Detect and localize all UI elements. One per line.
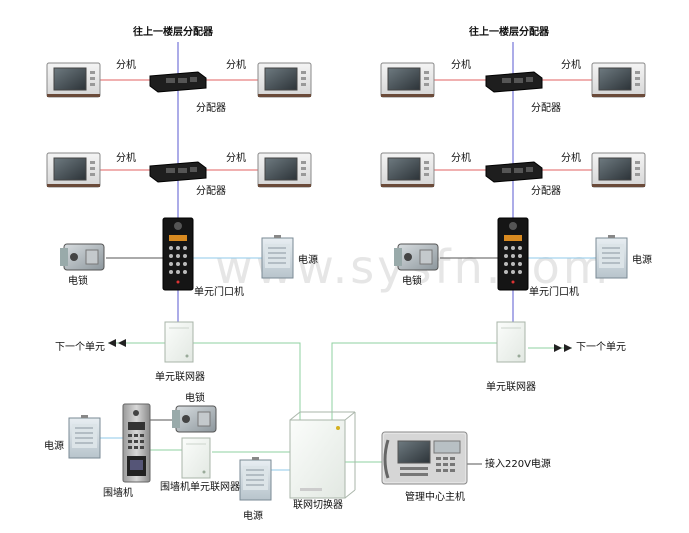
electric-lock-icon [172, 405, 217, 433]
electric-lock-icon [60, 243, 105, 271]
networker-boxes [164, 321, 526, 479]
indoor-monitor-icon [257, 152, 312, 188]
ext-label-l2: 分机 [226, 60, 246, 71]
ext-label-r1: 分机 [451, 60, 471, 71]
right-net-to-switch [331, 342, 497, 420]
management-host-device [381, 431, 468, 485]
power-supply-icon [239, 457, 272, 501]
door-stations [162, 217, 529, 291]
next-unit-arrows [108, 339, 572, 352]
splitter-icon [149, 71, 207, 93]
wall-power-label: 电源 [44, 441, 64, 452]
right-arrow-b [554, 344, 562, 352]
splitter-label-l1: 分配器 [196, 103, 226, 114]
ext-label-l1: 分机 [116, 60, 136, 71]
splitter-label-r1: 分配器 [531, 103, 561, 114]
power-label-left: 电源 [298, 255, 318, 266]
next-unit-label-left: 下一个单元 [55, 342, 105, 353]
networker-box-icon [496, 321, 526, 363]
left-net-to-switch [193, 342, 301, 420]
ext-label-r2: 分机 [561, 60, 581, 71]
door-station-label-left: 单元门口机 [194, 287, 244, 298]
network-switch-label: 联网切换器 [293, 500, 343, 511]
unit-door-station-icon [497, 217, 529, 291]
splitters [149, 71, 543, 183]
right-arrow-a [564, 344, 572, 352]
power-supply-icon [261, 235, 294, 279]
power-label-right: 电源 [632, 255, 652, 266]
unit-networker-label-left: 单元联网器 [155, 372, 205, 383]
networker-box-icon [164, 321, 194, 363]
splitter-icon [485, 161, 543, 183]
power-supply-icon [595, 235, 628, 279]
indoor-monitor-icon [380, 62, 435, 98]
lock-label-left: 电锁 [68, 276, 88, 287]
ext-label-l3: 分机 [116, 153, 136, 164]
wall-networker-label: 围墙机单元联网器 [160, 482, 240, 493]
ext-label-r3: 分机 [451, 153, 471, 164]
network-switch-device [289, 411, 356, 499]
ext-label-l4: 分机 [226, 153, 246, 164]
indoor-monitor-icon [257, 62, 312, 98]
right-upper-splitter-title: 往上一楼层分配器 [469, 27, 549, 38]
splitter-icon [485, 71, 543, 93]
management-host-label: 管理中心主机 [405, 492, 465, 503]
door-station-label-right: 单元门口机 [529, 287, 579, 298]
splitter-label-r2: 分配器 [531, 186, 561, 197]
electric-locks [60, 243, 439, 433]
left-arrow-b [118, 339, 126, 347]
wall-station-label: 围墙机 [103, 488, 133, 499]
ext-label-r4: 分机 [561, 153, 581, 164]
electric-lock-icon [394, 243, 439, 271]
wall-lock-label: 电锁 [185, 393, 205, 404]
next-unit-label-right: 下一个单元 [576, 342, 626, 353]
wall-station-device [122, 403, 151, 483]
indoor-monitor-icon [380, 152, 435, 188]
indoor-monitor-icon [591, 152, 646, 188]
unit-door-station-icon [162, 217, 194, 291]
indoor-monitor-icon [591, 62, 646, 98]
switch-power-label: 电源 [243, 511, 263, 522]
ac-input-label: 接入220V电源 [485, 459, 551, 470]
left-arrow-a [108, 339, 116, 347]
unit-networker-label-right: 单元联网器 [486, 382, 536, 393]
indoor-monitor-icon [46, 152, 101, 188]
indoor-monitors [46, 62, 646, 188]
lock-label-right: 电锁 [402, 276, 422, 287]
indoor-monitor-icon [46, 62, 101, 98]
power-supplies [68, 235, 628, 501]
left-upper-splitter-title: 往上一楼层分配器 [133, 27, 213, 38]
splitter-label-l2: 分配器 [196, 186, 226, 197]
networker-box-icon [181, 437, 211, 479]
power-supply-icon [68, 415, 101, 459]
splitter-icon [149, 161, 207, 183]
